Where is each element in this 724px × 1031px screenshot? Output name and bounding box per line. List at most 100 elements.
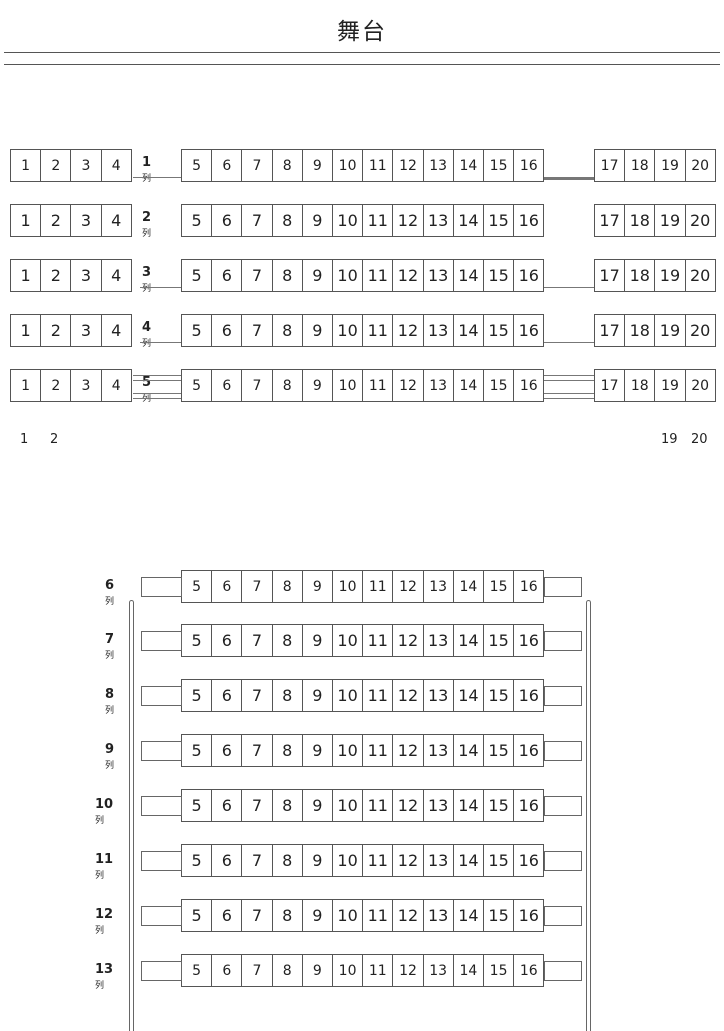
seat: 7	[241, 734, 273, 767]
seat: 12	[392, 899, 424, 932]
seat: 16	[513, 149, 545, 182]
row-unit: 列	[142, 174, 152, 184]
seat: 11	[362, 789, 394, 822]
seat: 9	[301, 259, 333, 292]
row-bracket-right	[544, 686, 582, 706]
seat: 4	[100, 314, 132, 347]
row-number: 3	[142, 265, 152, 280]
seat: 7	[241, 789, 273, 822]
row-bracket-right	[544, 577, 582, 597]
seat: 5	[181, 899, 213, 932]
seat: 14	[452, 624, 484, 657]
seat: 3	[70, 369, 102, 402]
seat: 2	[40, 369, 72, 402]
seat: 8	[271, 789, 303, 822]
seat: 9	[301, 314, 333, 347]
seat: 7	[241, 570, 273, 603]
seat: 9	[301, 844, 333, 877]
seat: 12	[392, 314, 424, 347]
row-number: 12	[95, 907, 114, 922]
seat: 3	[70, 149, 102, 182]
seat: 10	[332, 259, 364, 292]
seat-number-label: 2	[50, 432, 59, 447]
row-label: 9列	[105, 742, 114, 772]
seat: 12	[392, 734, 424, 767]
seat: 15	[483, 844, 515, 877]
row-label: 11列	[95, 852, 113, 882]
seat: 19	[654, 314, 686, 347]
seat: 16	[513, 679, 545, 712]
seat: 13	[422, 679, 454, 712]
seat: 13	[422, 954, 454, 987]
row-number: 13	[95, 962, 114, 977]
seat: 7	[241, 899, 273, 932]
row-label: 3列	[142, 265, 151, 295]
aisle-connector	[544, 287, 594, 288]
row-label: 6列	[105, 578, 114, 608]
seat: 12	[392, 844, 424, 877]
seat: 15	[483, 679, 515, 712]
row-bracket-right	[544, 741, 582, 761]
seat: 1	[10, 259, 42, 292]
row-unit: 列	[105, 597, 115, 607]
seat: 8	[271, 369, 303, 402]
seat: 11	[362, 624, 394, 657]
row-bracket-left	[141, 686, 182, 706]
seat: 6	[211, 899, 243, 932]
seat: 5	[181, 789, 213, 822]
seat: 2	[40, 204, 72, 237]
row-bracket-right	[544, 906, 582, 926]
seat: 15	[483, 624, 515, 657]
stage-edge-top	[4, 52, 720, 53]
seat: 8	[271, 679, 303, 712]
seat: 3	[70, 259, 102, 292]
row-label: 2列	[142, 210, 151, 240]
row-bracket-right	[544, 796, 582, 816]
seat: 15	[483, 734, 515, 767]
row-label: 8列	[105, 687, 114, 717]
seat: 15	[483, 954, 515, 987]
aisle-connector	[544, 393, 594, 399]
seat: 16	[513, 314, 545, 347]
seat: 4	[100, 204, 132, 237]
seat: 10	[332, 899, 364, 932]
seat: 15	[483, 570, 515, 603]
seat: 11	[362, 369, 394, 402]
seat: 11	[362, 899, 394, 932]
row-unit: 列	[142, 394, 152, 404]
seat: 6	[211, 954, 243, 987]
seat: 11	[362, 204, 394, 237]
seat: 19	[654, 149, 686, 182]
aisle-connector	[544, 177, 594, 180]
seat: 12	[392, 259, 424, 292]
seat: 5	[181, 314, 213, 347]
seat: 13	[422, 570, 454, 603]
seat: 11	[362, 734, 394, 767]
row-number: 10	[95, 797, 114, 812]
seat: 12	[392, 954, 424, 987]
seat: 9	[301, 570, 333, 603]
seat: 16	[513, 570, 545, 603]
row-unit: 列	[105, 651, 115, 661]
seat: 10	[332, 570, 364, 603]
seat: 18	[624, 314, 656, 347]
seat: 16	[513, 624, 545, 657]
row-bracket-right	[544, 961, 582, 981]
seat: 13	[422, 789, 454, 822]
aisle-connector	[544, 342, 594, 343]
seat: 20	[684, 314, 716, 347]
seat: 1	[10, 314, 42, 347]
seat: 16	[513, 204, 545, 237]
seat: 1	[10, 204, 42, 237]
seat: 14	[452, 369, 484, 402]
aisle-connector	[140, 287, 181, 288]
seat: 17	[594, 149, 626, 182]
seat: 14	[452, 789, 484, 822]
seat: 11	[362, 570, 394, 603]
seat: 15	[483, 259, 515, 292]
seat: 6	[211, 204, 243, 237]
seat: 2	[40, 149, 72, 182]
seat: 7	[241, 204, 273, 237]
seat: 8	[271, 899, 303, 932]
seat: 9	[301, 204, 333, 237]
